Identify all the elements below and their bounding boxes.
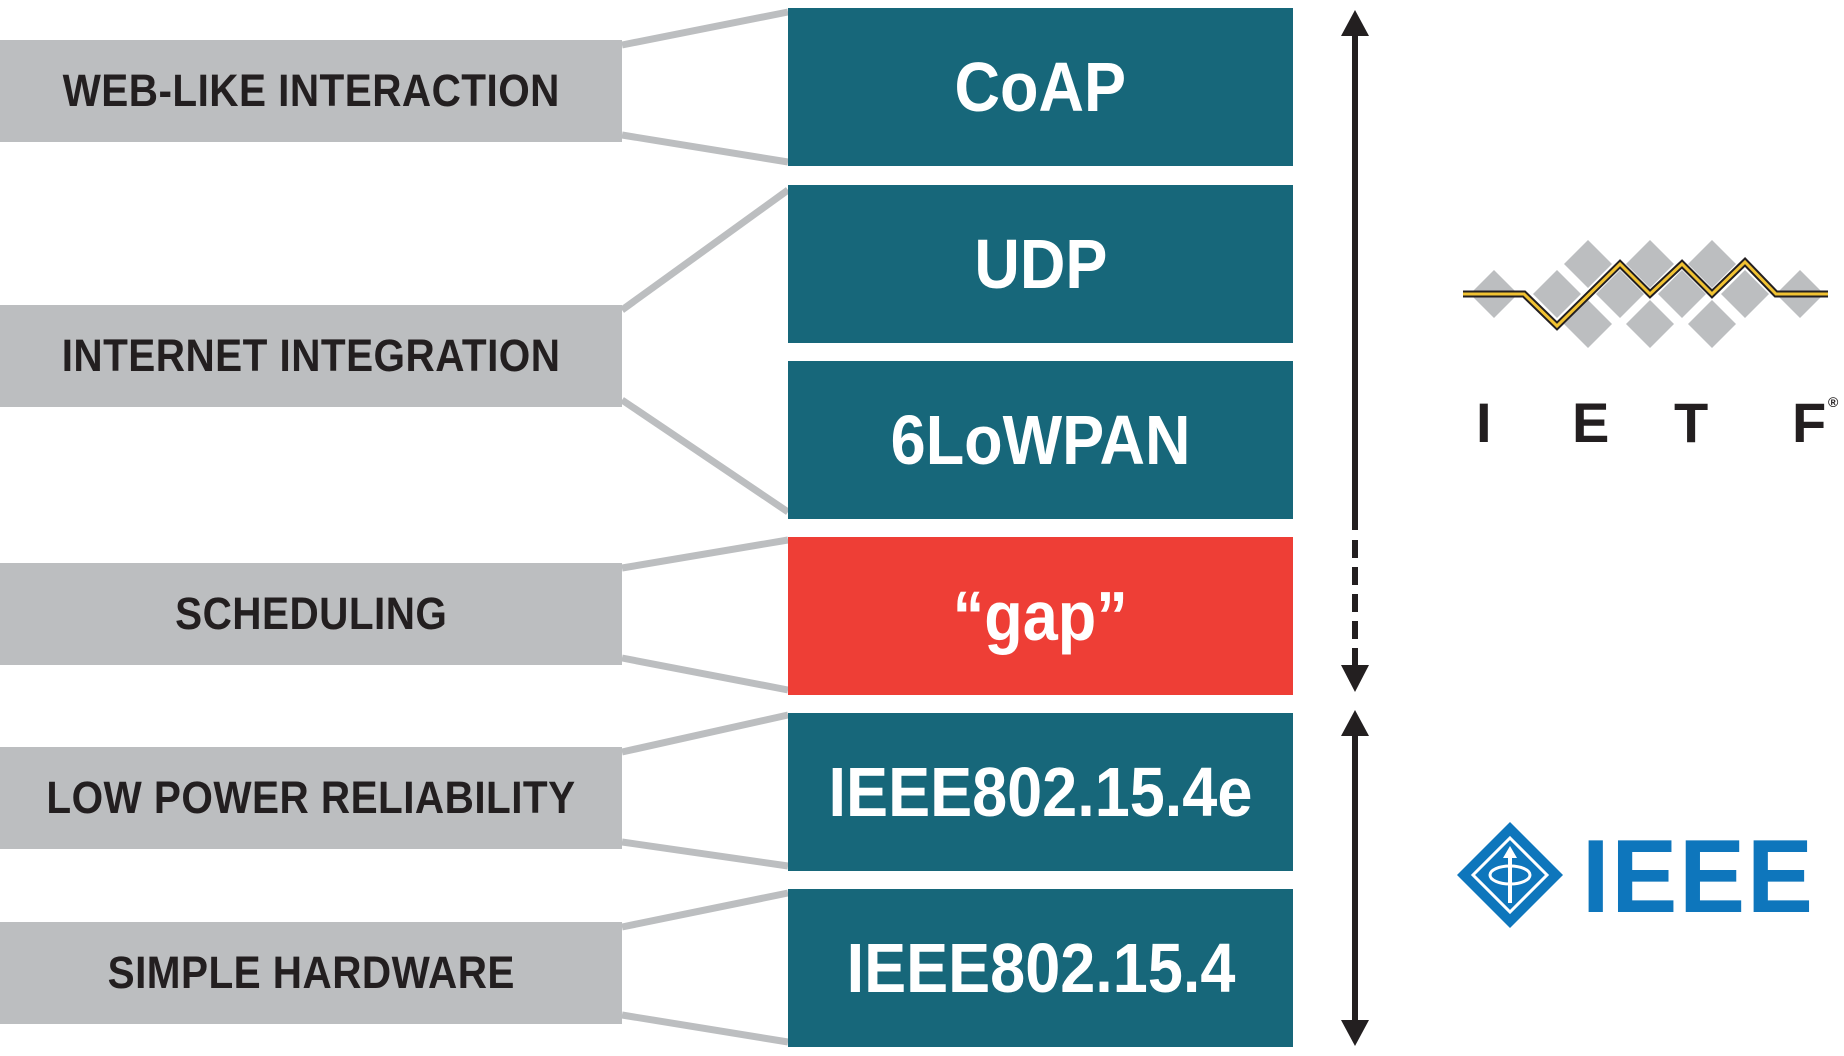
ietf-wordmark: I E T F ® [1464, 390, 1838, 454]
ietf-letter-f: F [1792, 391, 1827, 454]
layer-udp: UDP [788, 185, 1293, 343]
layer-6lowpan: 6LoWPAN [788, 361, 1293, 519]
layer-text: IEEE802.15.4e [828, 753, 1253, 831]
layer-text: IEEE802.15.4 [846, 929, 1235, 1007]
label-internet-integration: INTERNET INTEGRATION [0, 305, 622, 407]
label-scheduling: SCHEDULING [0, 563, 622, 665]
label-text: SCHEDULING [174, 588, 448, 639]
layer-gap: “gap” [788, 537, 1293, 695]
ietf-letter-i: I [1476, 391, 1492, 454]
ietf-letter-t: T [1674, 391, 1709, 454]
ietf-letter-e: E [1572, 391, 1610, 454]
layer-coap: CoAP [788, 8, 1293, 166]
layer-ieee802154: IEEE802.15.4 [788, 889, 1293, 1047]
label-text: SIMPLE HARDWARE [107, 947, 515, 998]
label-text: WEB-LIKE INTERACTION [62, 65, 560, 116]
layer-text: CoAP [954, 48, 1127, 126]
label-text: LOW POWER RELIABILITY [46, 772, 576, 823]
label-low-power-reliability: LOW POWER RELIABILITY [0, 747, 622, 849]
ieee-wordmark: IEEE [1582, 819, 1815, 935]
label-simple-hardware: SIMPLE HARDWARE [0, 922, 622, 1024]
layer-ieee802154e: IEEE802.15.4e [788, 713, 1293, 871]
label-web-like-interaction: WEB-LIKE INTERACTION [0, 40, 622, 142]
ietf-registered-mark: ® [1828, 394, 1839, 410]
label-text: INTERNET INTEGRATION [61, 330, 561, 381]
layer-text: 6LoWPAN [890, 401, 1191, 479]
layer-text: “gap” [952, 577, 1128, 655]
layer-text: UDP [973, 225, 1108, 303]
